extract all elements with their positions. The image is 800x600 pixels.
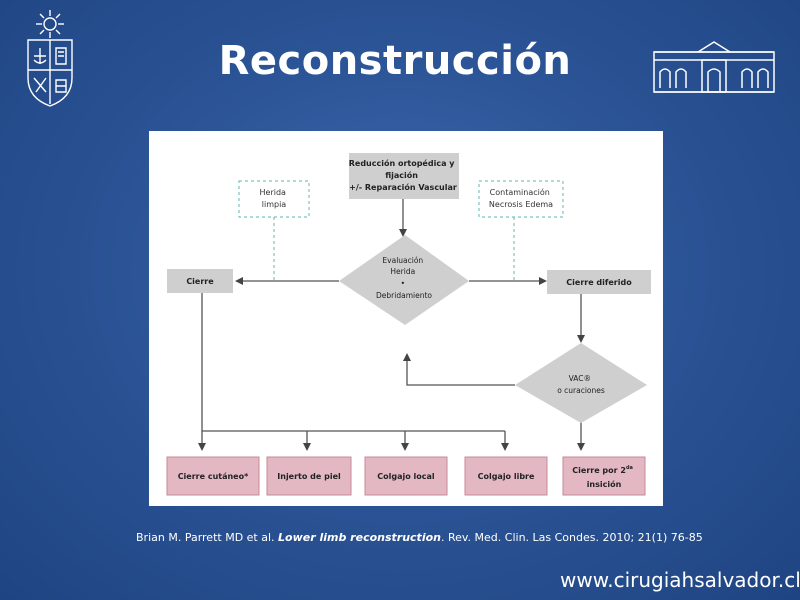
slide-title: Reconstrucción	[218, 38, 572, 84]
outcome-free-flap-box	[464, 456, 548, 496]
closure-label: Cierre	[186, 277, 214, 286]
note-left-line-1: Herida	[260, 188, 287, 197]
outcome-skin-closure-label: Cierre cutáneo*	[178, 472, 249, 481]
outcome-free-flap-label: Colgajo libre	[478, 472, 535, 481]
note-right-line-1: Contaminación	[490, 187, 550, 197]
hospital-building-logo	[650, 38, 778, 96]
connector-vac-to-evaluation	[403, 353, 515, 386]
delayed-closure-box	[547, 270, 651, 294]
citation-work-title: Lower limb reconstruction	[278, 531, 441, 544]
website-url: www.cirugiahsalvador.cl	[560, 568, 800, 592]
evaluation-line-4: Debridamiento	[376, 291, 432, 300]
reconstruction-flowchart: Reducción ortopédica y fijación +/- Repa…	[149, 131, 663, 506]
outcome-local-flap-box	[364, 456, 448, 496]
svg-text:Reducción ortopédica y f: Reducción ortopédica y fijación +/- Repa…	[349, 158, 458, 192]
vac-diamond	[515, 343, 647, 423]
start-line-3: +/- Reparación Vascular	[349, 182, 457, 192]
svg-text:Contaminación Necrosis E: Contaminación Necrosis Edema	[489, 187, 553, 209]
start-box	[349, 153, 459, 199]
citation-authors: Brian M. Parrett MD et al.	[136, 531, 279, 544]
note-clean-wound	[238, 180, 310, 218]
note-left-line-2: limpia	[262, 200, 287, 209]
evaluation-line-3: •	[401, 279, 405, 288]
evaluation-line-2: Herida	[390, 267, 415, 276]
outcome-secondary-line-1: Cierre por 2da	[572, 465, 633, 475]
note-contamination	[478, 180, 564, 218]
citation: Brian M. Parrett MD et al. Lower limb re…	[136, 531, 703, 544]
evaluation-line-1: Evaluación	[382, 256, 423, 265]
vac-line-2: o curaciones	[557, 386, 605, 395]
outcome-secondary-line-2: insición	[587, 479, 622, 489]
university-crest-logo	[18, 8, 82, 108]
svg-text:VAC® o curaciones: VAC® o curaciones	[557, 374, 605, 395]
outcome-skin-graft-label: Injerto de piel	[277, 472, 341, 481]
evaluation-diamond	[339, 235, 469, 325]
citation-source: . Rev. Med. Clin. Las Condes. 2010; 21(1…	[440, 531, 703, 544]
outcome-skin-closure-box	[166, 456, 260, 496]
delayed-closure-label: Cierre diferido	[566, 278, 632, 287]
outcome-skin-graft-box	[266, 456, 352, 496]
outcome-local-flap-label: Colgajo local	[377, 472, 435, 481]
start-line-2: fijación	[385, 170, 418, 180]
vac-line-1: VAC®	[569, 374, 591, 383]
svg-text:Cierre por 2da insición: Cierre por 2da insición	[572, 462, 635, 489]
closure-box	[167, 269, 233, 293]
outcome-secondary-closure-box	[562, 456, 646, 496]
svg-text:Evaluación Herida: Evaluación Herida • Debridamiento	[376, 256, 432, 300]
start-line-1: Reducción ortopédica y	[349, 158, 456, 168]
svg-text:Herida limpia: Herida limpia	[260, 188, 289, 209]
note-right-line-2: Necrosis Edema	[489, 200, 553, 209]
connector-closure-trunk	[201, 293, 505, 432]
